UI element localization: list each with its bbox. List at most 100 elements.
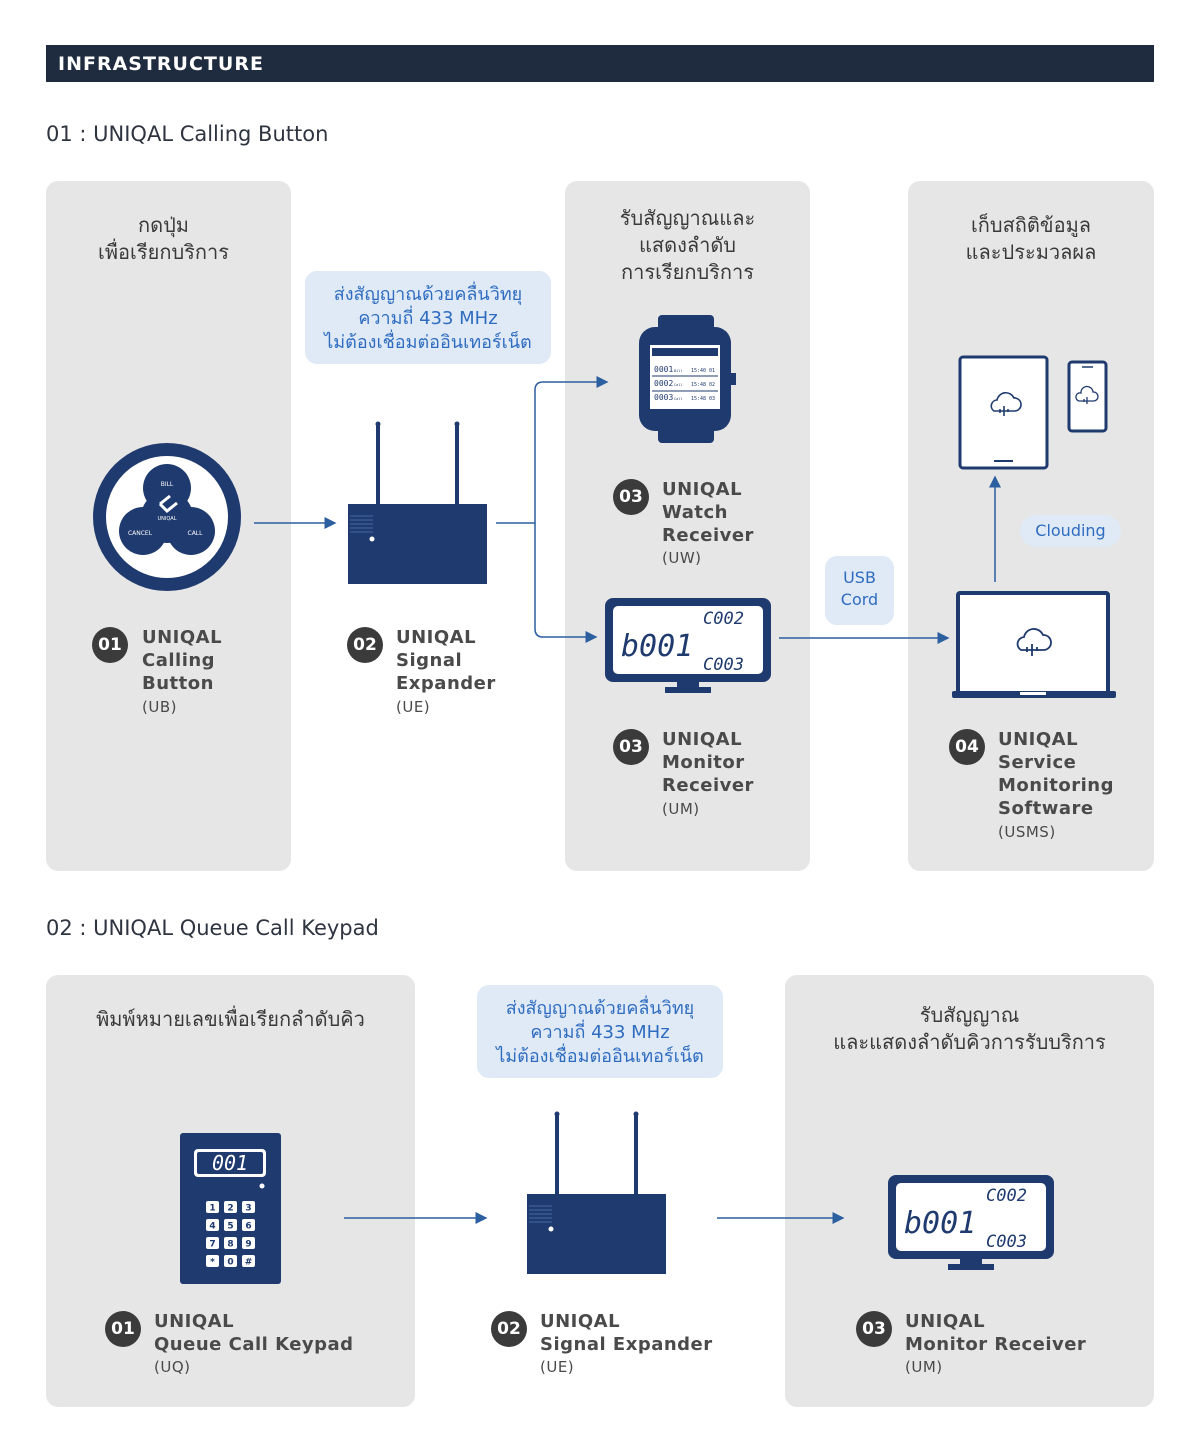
caption-enter-number: พิมพ์หมายเลขเพื่อเรียกลำดับคิว bbox=[96, 1007, 365, 1031]
calling-button-image: BILL CANCEL CALL UNIQAL bbox=[93, 443, 241, 591]
banner-title: INFRASTRUCTURE bbox=[58, 53, 264, 75]
tablet-phone-image bbox=[958, 355, 1108, 470]
keypad-key-label: 1 bbox=[209, 1204, 215, 1214]
keypad-key-label: * bbox=[210, 1258, 215, 1268]
badge-01: 01 bbox=[92, 627, 128, 663]
monitor-receiver-image-2: C002 b001 C003 bbox=[888, 1175, 1054, 1270]
badge-03-monitor-2: 03 bbox=[856, 1311, 892, 1347]
caption-receive-queue: รับสัญญาณ และแสดงลำดับคิวการรับบริการ bbox=[833, 1003, 1106, 1054]
device-watch-receiver-code: (UW) bbox=[662, 549, 702, 567]
keypad-key-label: 3 bbox=[245, 1204, 251, 1214]
infrastructure-banner: INFRASTRUCTURE bbox=[46, 45, 1154, 82]
arrow-expander-to-watch bbox=[496, 376, 609, 524]
device-signal-expander-name: UNIQAL Signal Expander bbox=[396, 627, 496, 694]
keypad-key bbox=[242, 1255, 255, 1267]
usb-cord-label: USB Cord bbox=[825, 556, 894, 625]
watch-row-number: 0002 bbox=[654, 379, 673, 388]
button-brand-text: UNIQAL bbox=[157, 516, 176, 522]
device-monitor-receiver-code: (UM) bbox=[662, 800, 700, 818]
monitor-bottom-number: C003 bbox=[703, 655, 744, 675]
clouding-label: Clouding bbox=[1020, 515, 1121, 547]
panel-receivers bbox=[565, 181, 810, 871]
device-expander-name-2: UNIQAL Signal Expander bbox=[540, 1311, 713, 1355]
keypad-key-label: 0 bbox=[227, 1258, 233, 1268]
section1-arrows bbox=[254, 376, 1001, 644]
section2-title: 02 : UNIQAL Queue Call Keypad bbox=[46, 916, 379, 940]
watch-row-type: Call bbox=[674, 383, 682, 387]
keypad-key bbox=[242, 1219, 255, 1231]
watch-row-number: 0001 bbox=[654, 365, 673, 374]
device-calling-button-name: UNIQAL Calling Button bbox=[142, 627, 223, 694]
button-cancel-text: CANCEL bbox=[128, 530, 153, 537]
watch-row-index: 03 bbox=[709, 396, 715, 402]
device-software-name: UNIQAL Service Monitoring Software bbox=[998, 729, 1114, 819]
keypad-key bbox=[206, 1237, 219, 1249]
monitor-receiver-image: C002 b001 C003 bbox=[605, 598, 771, 693]
button-bill-text: BILL bbox=[161, 481, 174, 488]
keypad-key bbox=[224, 1237, 237, 1249]
keypad-key bbox=[224, 1201, 237, 1213]
signal-expander-image-2 bbox=[527, 1111, 666, 1274]
watch-row-type: Call bbox=[674, 397, 682, 401]
radio-signal-bubble: ส่งสัญญาณด้วยคลื่นวิทยุ ความถี่ 433 MHz … bbox=[305, 271, 551, 364]
arrow-expander-to-monitor bbox=[534, 523, 598, 643]
keypad-key bbox=[224, 1255, 237, 1267]
badge-02-expander: 02 bbox=[491, 1311, 527, 1347]
badge-02: 02 bbox=[347, 627, 383, 663]
device-watch-receiver-name: UNIQAL Watch Receiver bbox=[662, 479, 754, 546]
monitor2-main-number: b001 bbox=[904, 1206, 976, 1241]
device-monitor-code-2: (UM) bbox=[905, 1358, 943, 1376]
keypad-key-label: 4 bbox=[209, 1222, 215, 1232]
keypad-key bbox=[242, 1237, 255, 1249]
device-expander-code-2: (UE) bbox=[540, 1358, 575, 1376]
cloud-icon bbox=[1075, 385, 1099, 404]
section1-title: 01 : UNIQAL Calling Button bbox=[46, 122, 329, 146]
keypad-key bbox=[206, 1201, 219, 1213]
keypad-key bbox=[206, 1255, 219, 1267]
radio-signal-bubble-2: ส่งสัญญาณด้วยคลื่นวิทยุ ความถี่ 433 MHz … bbox=[477, 985, 723, 1078]
keypad-key-label: 9 bbox=[245, 1240, 251, 1250]
keypad-key bbox=[206, 1219, 219, 1231]
device-monitor-name-2: UNIQAL Monitor Receiver bbox=[905, 1311, 1087, 1355]
badge-03-monitor: 03 bbox=[613, 729, 649, 765]
monitor2-bottom-number: C003 bbox=[986, 1232, 1027, 1252]
device-keypad-code: (UQ) bbox=[154, 1358, 191, 1376]
watch-row-time: 15:48 bbox=[691, 382, 706, 388]
keypad-key-label: # bbox=[245, 1258, 253, 1268]
watch-row-time: 15:40 bbox=[691, 368, 706, 374]
device-signal-expander-code: (UE) bbox=[396, 698, 431, 716]
cloud-icon bbox=[1016, 628, 1052, 656]
button-call-text: CALL bbox=[188, 530, 204, 537]
badge-01-keypad: 01 bbox=[105, 1311, 141, 1347]
keypad-key-label: 6 bbox=[245, 1222, 251, 1232]
queue-keypad-image: 001 1 2 3 4 5 6 7 8 9 * 0 # bbox=[180, 1133, 281, 1284]
keypad-key bbox=[242, 1201, 255, 1213]
watch-row-index: 01 bbox=[709, 368, 715, 374]
laptop-image bbox=[952, 591, 1116, 698]
device-monitor-receiver-name: UNIQAL Monitor Receiver bbox=[662, 729, 754, 796]
caption-store-statistics: เก็บสถิติข้อมูล และประมวลผล bbox=[965, 213, 1097, 264]
cloud-icon bbox=[990, 392, 1022, 416]
caption-press-button: กดปุ่ม เพื่อเรียกบริการ bbox=[98, 213, 229, 264]
badge-04: 04 bbox=[949, 729, 985, 765]
watch-row-number: 0003 bbox=[654, 393, 673, 402]
keypad-display: 001 bbox=[212, 1151, 248, 1175]
monitor2-top-number: C002 bbox=[986, 1186, 1027, 1206]
keypad-key bbox=[224, 1219, 237, 1231]
monitor-top-number: C002 bbox=[703, 609, 744, 629]
monitor-main-number: b001 bbox=[621, 629, 693, 664]
device-calling-button-code: (UB) bbox=[142, 698, 177, 716]
device-software-code: (USMS) bbox=[998, 823, 1056, 841]
watch-row-time: 15:48 bbox=[691, 396, 706, 402]
device-keypad-name: UNIQAL Queue Call Keypad bbox=[154, 1311, 354, 1355]
watch-row-type: Bill bbox=[674, 369, 682, 373]
caption-receive-signal: รับสัญญาณและ แสดงลำดับ การเรียกบริการ bbox=[619, 206, 756, 284]
badge-03-watch: 03 bbox=[613, 479, 649, 515]
signal-expander-image bbox=[348, 421, 487, 584]
keypad-key-label: 8 bbox=[227, 1240, 233, 1250]
keypad-key-label: 7 bbox=[209, 1240, 215, 1250]
keypad-key-label: 2 bbox=[227, 1204, 233, 1214]
keypad-key-label: 5 bbox=[227, 1222, 233, 1232]
